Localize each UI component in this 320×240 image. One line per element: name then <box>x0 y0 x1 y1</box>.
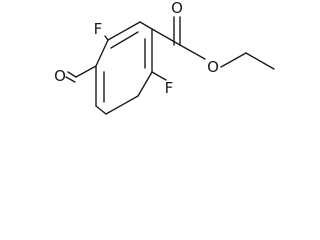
aldehyde-c-bond <box>75 65 97 78</box>
ester-c-bond <box>151 28 181 46</box>
f-bottom-bond <box>151 71 167 81</box>
fluorine-bottom-label: F <box>165 79 174 97</box>
fluorine-top-label: F <box>94 20 103 38</box>
molecule-drawing: F F O O O <box>54 0 275 115</box>
structure-canvas: F F O O O <box>54 0 275 115</box>
ethyl-bond-2 <box>245 52 275 70</box>
ring-bond-4 <box>137 71 153 97</box>
f-top-bond <box>104 35 109 41</box>
aldehyde-co-bond-1 <box>67 71 77 78</box>
ring-bond-6a <box>95 105 107 115</box>
ring-double-bond-1 <box>110 31 139 49</box>
carbonyl-oxygen-label: O <box>171 0 183 17</box>
ring-bond-2 <box>139 21 153 30</box>
ethyl-bond-1 <box>220 52 247 68</box>
ester-oxygen-label: O <box>207 58 219 76</box>
ring-bond-1 <box>107 21 141 41</box>
aldehyde-oxygen-label: O <box>54 67 66 85</box>
ester-o-bond <box>179 44 206 60</box>
aldehyde-co-bond-2 <box>65 76 76 83</box>
ring-bond-5 <box>105 95 139 115</box>
ring-bond-7 <box>95 39 109 67</box>
